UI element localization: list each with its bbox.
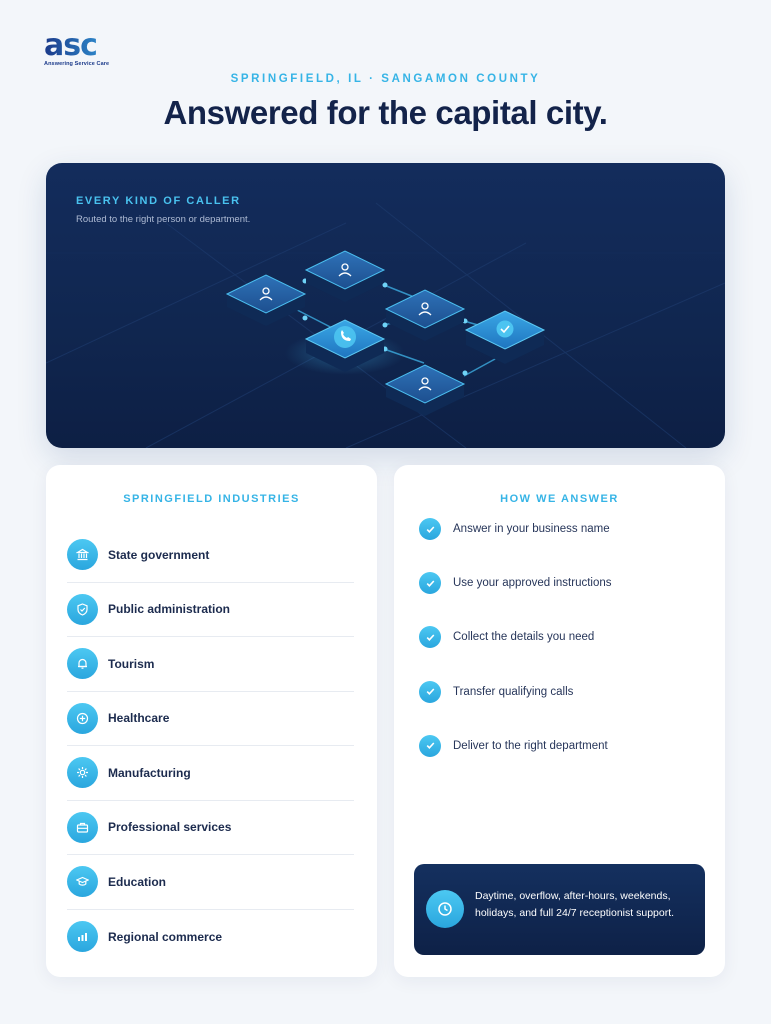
person-icon <box>338 263 352 277</box>
bar-chart-icon <box>67 921 98 953</box>
phone-hub-tile <box>304 319 386 372</box>
industry-item-healthcare: Healthcare <box>67 692 354 746</box>
routing-illustration <box>46 202 725 448</box>
industries-title: SPRINGFIELD INDUSTRIES <box>123 493 300 505</box>
brand-logo[interactable]: asc Answering Service Care <box>44 31 124 72</box>
person-icon <box>418 302 432 316</box>
logo-tagline: Answering Service Care <box>44 61 110 67</box>
industry-label: Healthcare <box>108 711 170 726</box>
industry-label: Tourism <box>108 656 155 671</box>
hero-title: EVERY KIND OF CALLER <box>76 195 241 207</box>
person-icon <box>259 287 273 301</box>
how-title: HOW WE ANSWER <box>500 493 619 505</box>
hero-subtitle: Routed to the right person or department… <box>76 214 251 225</box>
page-title: Answered for the capital city. <box>163 94 608 131</box>
how-item: Use your approved instructions <box>419 572 612 626</box>
check-icon <box>419 734 441 757</box>
hero-panel: EVERY KIND OF CALLER Routed to the right… <box>46 163 725 448</box>
how-list: Answer in your business name Use your ap… <box>419 518 612 789</box>
industry-item-education: Education <box>67 855 354 910</box>
bell-icon <box>67 648 98 680</box>
industry-item-state-government: State government <box>67 528 354 583</box>
check-icon <box>419 572 441 595</box>
gear-icon <box>67 757 98 789</box>
caller-tile-middle <box>384 289 466 341</box>
industry-label: Manufacturing <box>108 765 191 780</box>
industry-item-regional-commerce: Regional commerce <box>67 910 354 965</box>
clock-icon <box>426 890 464 928</box>
check-icon <box>500 325 510 334</box>
logo-mark: asc <box>44 31 124 61</box>
caller-tile-bottom <box>384 364 466 416</box>
industries-card: SPRINGFIELD INDUSTRIES State government … <box>46 465 377 977</box>
shield-check-icon <box>67 593 98 625</box>
how-item: Deliver to the right department <box>419 734 612 789</box>
destination-tile <box>464 310 546 364</box>
capitol-building-icon <box>67 539 98 571</box>
location-eyebrow: SPRINGFIELD, IL · SANGAMON COUNTY <box>230 73 541 85</box>
phone-icon <box>341 330 351 341</box>
industry-item-manufacturing: Manufacturing <box>67 746 354 801</box>
caller-tile-top <box>304 250 386 302</box>
how-item-label: Answer in your business name <box>453 523 610 535</box>
coverage-callout: Daytime, overflow, after-hours, weekends… <box>414 864 705 955</box>
industry-label: Regional commerce <box>108 929 223 944</box>
how-we-answer-card: HOW WE ANSWER Answer in your business na… <box>394 465 725 977</box>
industry-label: Education <box>108 874 167 889</box>
how-item-label: Transfer qualifying calls <box>453 685 574 698</box>
how-item: Answer in your business name <box>419 518 612 572</box>
how-item-label: Collect the details you need <box>453 631 595 644</box>
how-item: Transfer qualifying calls <box>419 680 612 735</box>
how-item-label: Deliver to the right department <box>453 739 608 752</box>
caller-tile-left <box>225 274 307 326</box>
industries-list: State government Public administration T… <box>67 528 354 964</box>
coverage-text: Daytime, overflow, after-hours, weekends… <box>475 890 675 919</box>
industry-item-professional-services: Professional services <box>67 801 354 855</box>
briefcase-icon <box>67 811 98 843</box>
check-icon <box>419 518 441 540</box>
how-item: Collect the details you need <box>419 626 612 680</box>
industry-label: Professional services <box>108 820 232 835</box>
industry-item-tourism: Tourism <box>67 637 354 692</box>
check-icon <box>419 680 441 703</box>
graduation-cap-icon <box>67 866 98 898</box>
check-icon <box>419 626 441 649</box>
industry-label: State government <box>108 547 210 562</box>
how-item-label: Use your approved instructions <box>453 577 612 590</box>
person-icon <box>418 377 432 391</box>
industry-item-public-administration: Public administration <box>67 583 354 637</box>
medical-cross-icon <box>67 702 98 734</box>
industry-label: Public administration <box>108 602 231 617</box>
